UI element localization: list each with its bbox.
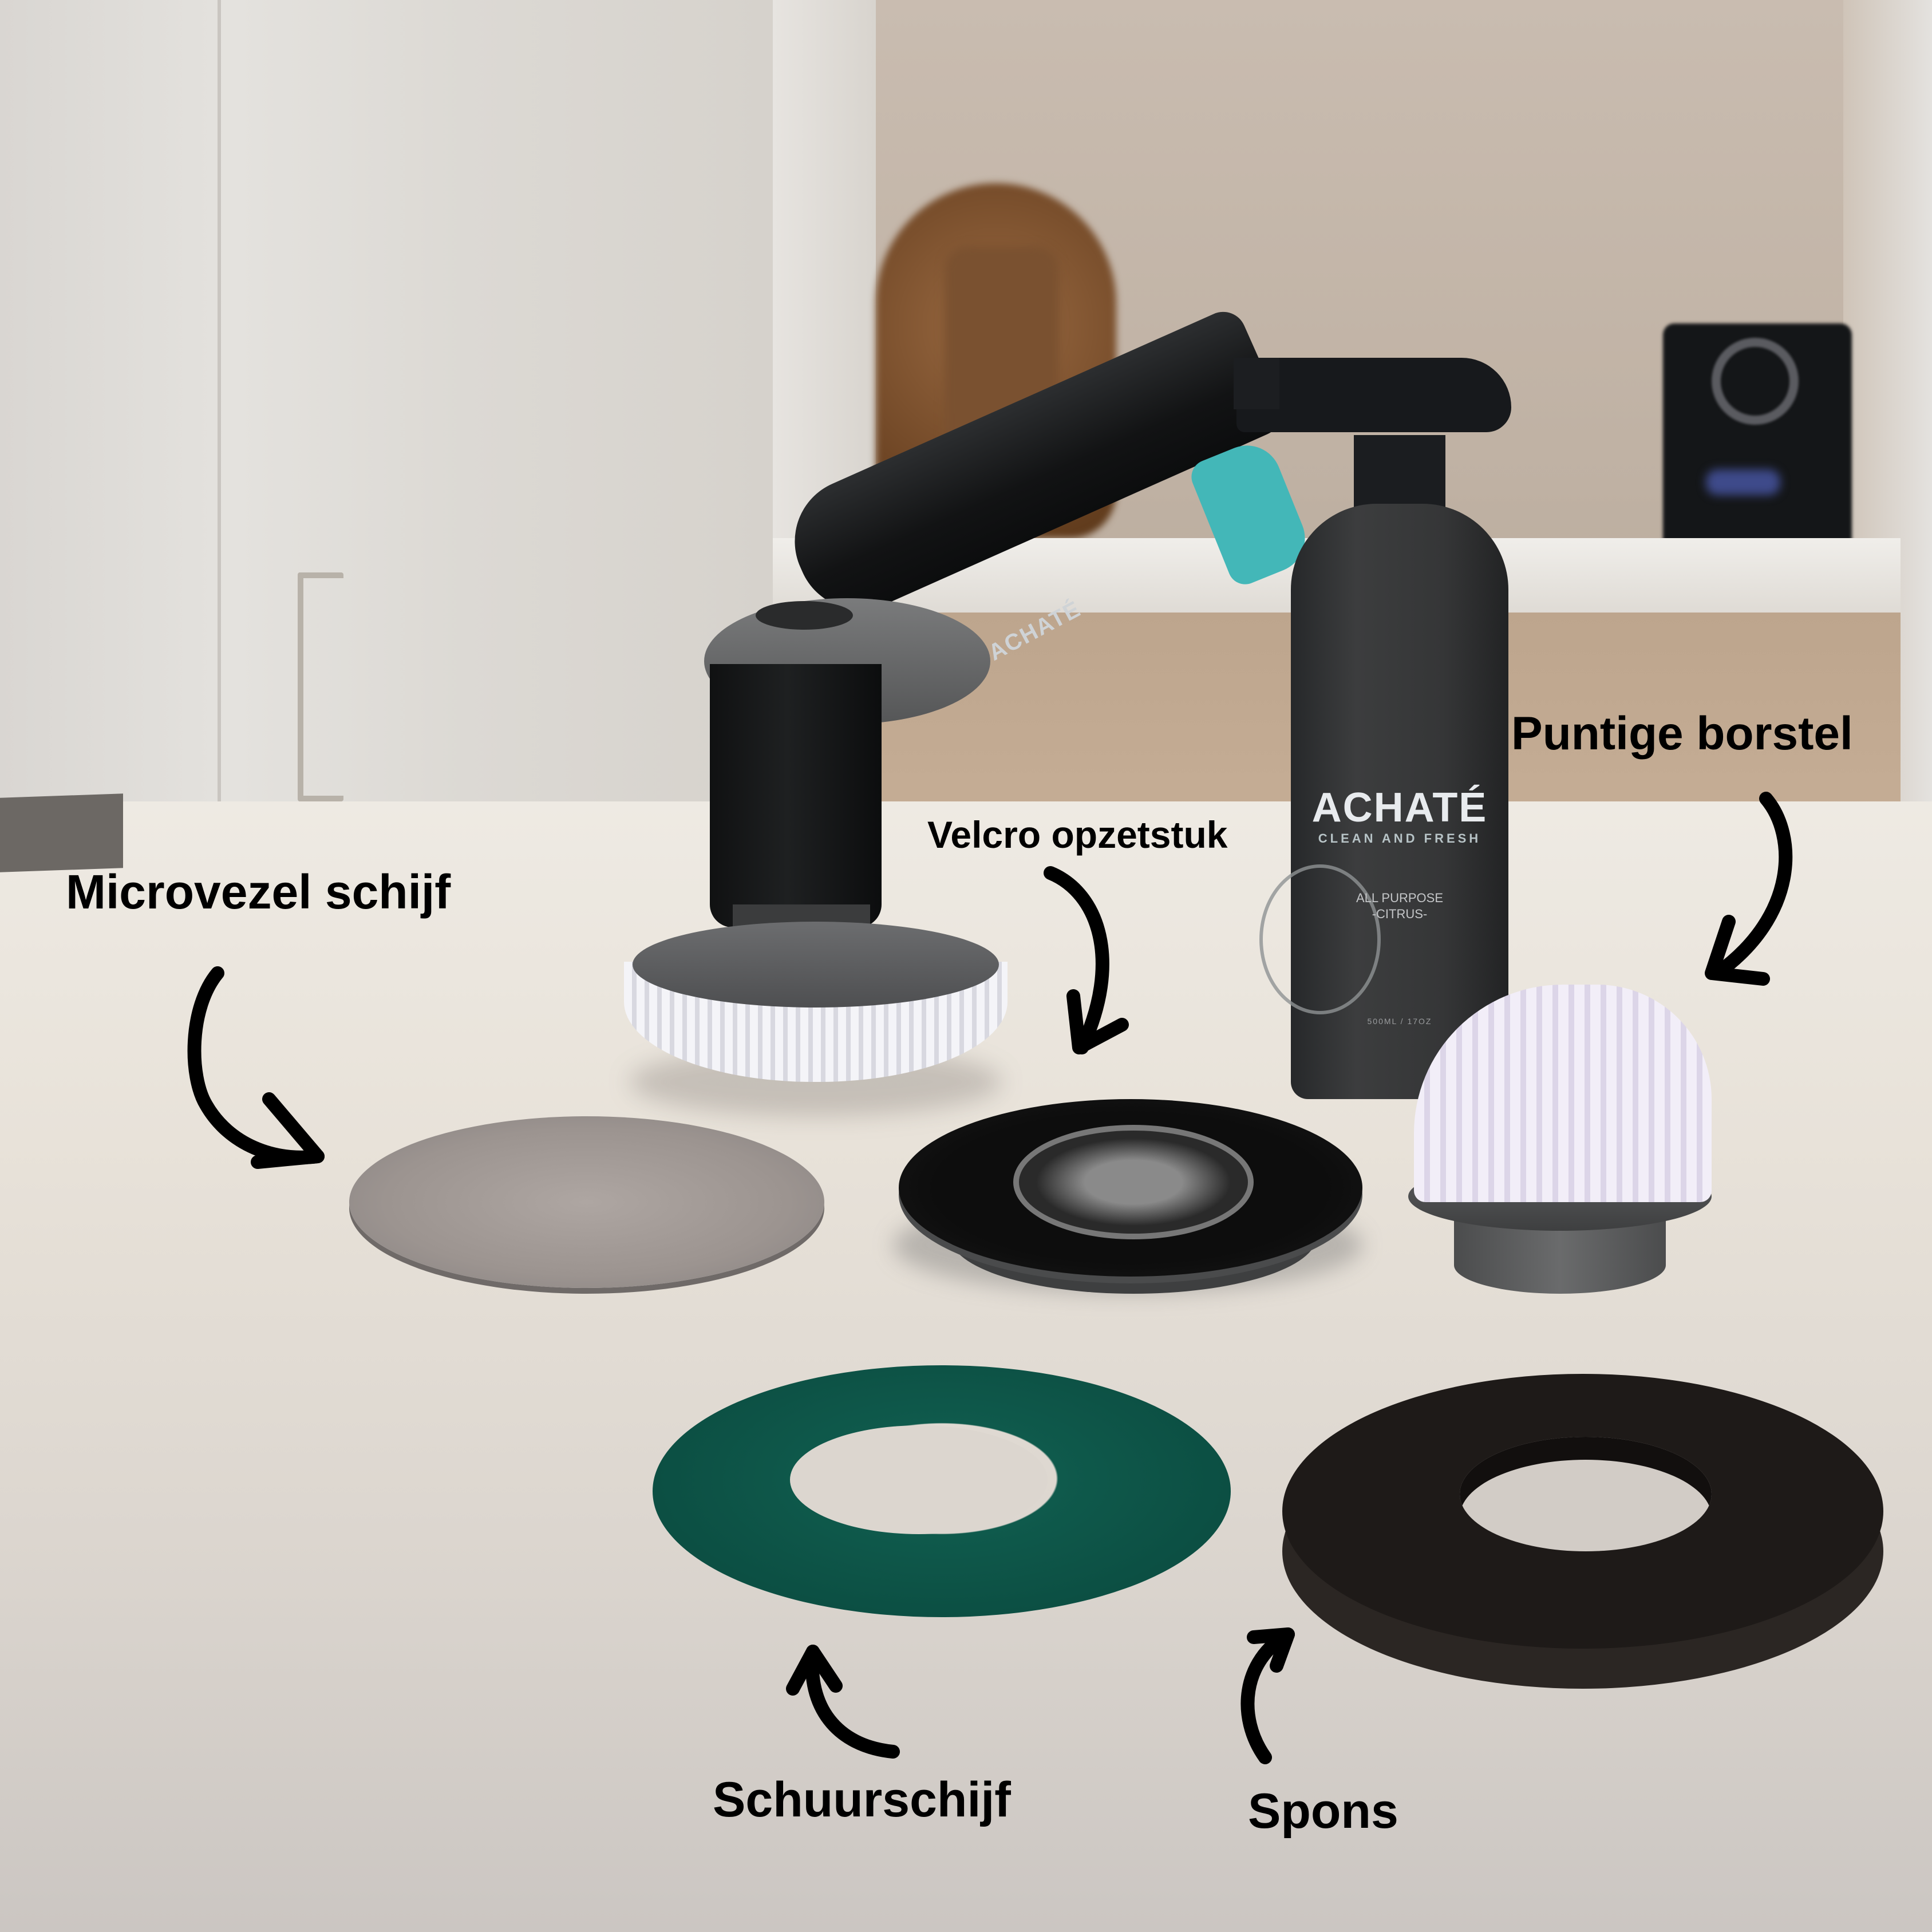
arrow-pointed-brush-icon — [1710, 792, 1793, 980]
bottle-neck — [1354, 435, 1445, 515]
scouring-pad-hole — [790, 1425, 1048, 1534]
bottle-brand: ACHATÉ — [1311, 785, 1488, 831]
background-cabinets — [0, 0, 773, 813]
spray-trigger — [1236, 358, 1511, 432]
scrubber-power-button — [756, 601, 853, 630]
cabinet-divider — [218, 0, 221, 813]
bottle-type-text: ALL PURPOSE — [1356, 891, 1444, 905]
label-scour-pad: Schuurschijf — [713, 1772, 1011, 1827]
arrow-scour-pad-icon — [805, 1645, 900, 1759]
arrow-sponge-icon — [1240, 1627, 1295, 1764]
scrubber-plate — [633, 922, 999, 1008]
sponge-hole — [1460, 1437, 1712, 1551]
bottle-scent-text: -CITRUS- — [1372, 907, 1428, 921]
label-sponge: Spons — [1248, 1784, 1398, 1839]
label-microfiber: Microvezel schijf — [66, 865, 451, 919]
microfiber-pad — [349, 1116, 824, 1288]
bottle-volume: 500ML / 17OZ — [1367, 1017, 1432, 1026]
arrow-velcro-icon — [1044, 866, 1109, 1054]
bottle-type: ALL PURPOSE -CITRUS- — [1291, 890, 1508, 922]
velcro-hub — [1013, 1125, 1254, 1239]
coffee-machine-light — [1706, 469, 1780, 495]
cabinet-handle — [298, 572, 343, 801]
label-velcro: Velcro opzetstuk — [927, 813, 1228, 856]
bottle-tagline: CLEAN AND FRESH — [1318, 831, 1481, 846]
spray-nozzle — [1234, 358, 1279, 409]
citrus-icon — [1259, 864, 1381, 1014]
scrubber-body — [710, 664, 882, 927]
label-pointed-brush: Puntige borstel — [1511, 708, 1853, 760]
